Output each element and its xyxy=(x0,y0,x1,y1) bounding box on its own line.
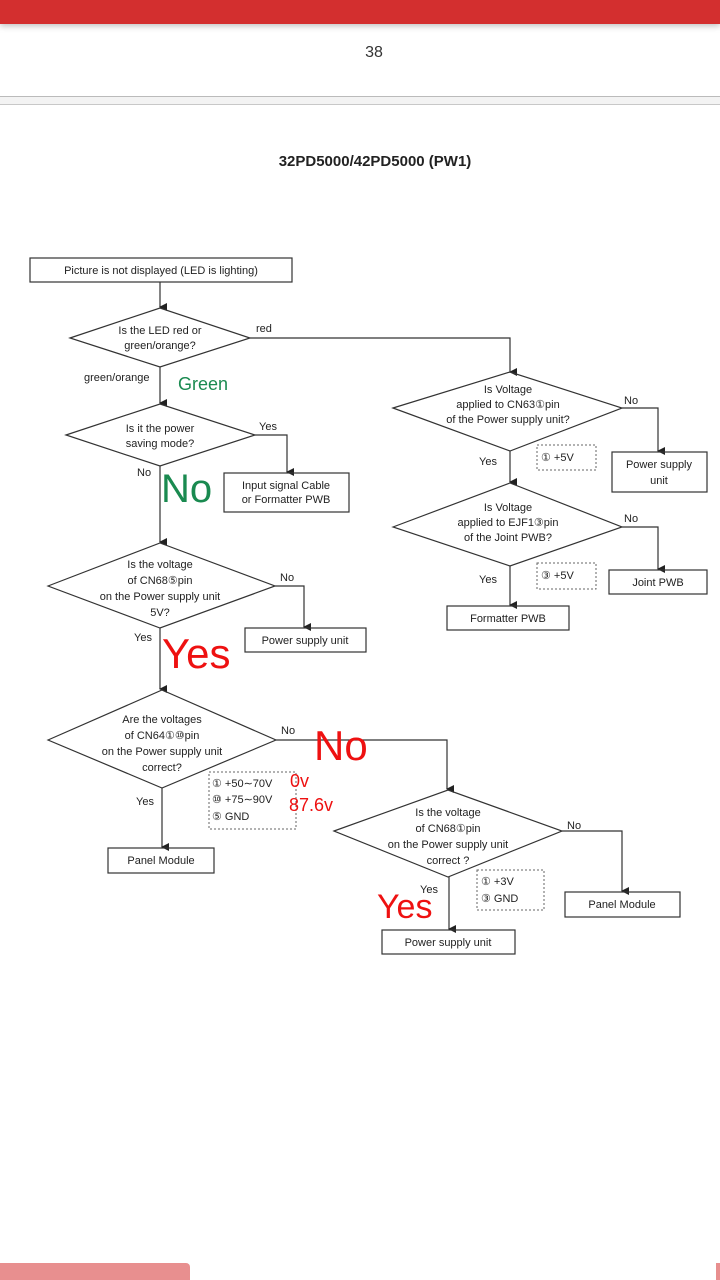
branch-label: Yes xyxy=(479,456,497,468)
decision-text: on the Power supply unit xyxy=(100,591,220,603)
decision-text: Is the voltage xyxy=(415,807,480,819)
decision-text: Are the voltages xyxy=(122,714,202,726)
decision-text: Is Voltage xyxy=(484,502,532,514)
decision-text: 5V? xyxy=(150,607,170,619)
annotation-no-green: No xyxy=(161,467,212,511)
branch-label: No xyxy=(281,725,295,737)
decision-text: on the Power supply unit xyxy=(102,746,222,758)
decision-text: correct? xyxy=(142,762,182,774)
chart-title: 32PD5000/42PD5000 (PW1) xyxy=(279,153,472,170)
box-label: Panel Module xyxy=(127,855,194,867)
box-label: Joint PWB xyxy=(632,577,683,589)
decision-text: of CN68⑤pin xyxy=(128,575,193,587)
decision-text: on the Power supply unit xyxy=(388,839,508,851)
branch-label: green/orange xyxy=(84,372,149,384)
decision-text: of CN64①⑩pin xyxy=(125,730,200,742)
box-label: Power supply unit xyxy=(262,635,349,647)
box-label: Power supply xyxy=(626,459,693,471)
voltage-note: ① +50∼70V xyxy=(212,778,273,790)
decision-text: of CN68①pin xyxy=(416,823,481,835)
start-box xyxy=(29,257,293,283)
branch-label: Yes xyxy=(259,421,277,433)
decision-text: Is the voltage xyxy=(127,559,192,571)
box-label: Power supply unit xyxy=(405,937,492,949)
page-number: 38 xyxy=(365,44,383,61)
decision-text: Is the LED red or xyxy=(118,325,201,337)
bottom-action-button[interactable] xyxy=(0,1263,190,1280)
annotation-yes-red: Yes xyxy=(162,630,231,677)
annotation-0v: 0v xyxy=(290,771,309,791)
box-label: Panel Module xyxy=(588,899,655,911)
decision-text: Is it the power xyxy=(126,423,195,435)
annotation-green: Green xyxy=(178,374,228,394)
page-separator xyxy=(0,96,720,105)
decision-text: correct ? xyxy=(427,855,470,867)
annotation-yes-red-2: Yes xyxy=(377,888,432,926)
bottom-right-edge xyxy=(716,1263,720,1280)
voltage-note: ① +3V xyxy=(481,876,514,888)
decision-text: applied to EJF1③pin xyxy=(458,517,559,529)
branch-label: No xyxy=(567,820,581,832)
voltage-note: ③ GND xyxy=(481,893,518,905)
decision-text: green/orange? xyxy=(124,340,196,352)
branch-label: Yes xyxy=(134,632,152,644)
decision-text: Is Voltage xyxy=(484,384,532,396)
decision-text: saving mode? xyxy=(126,438,195,450)
branch-label: Yes xyxy=(136,796,154,808)
box-label: or Formatter PWB xyxy=(242,494,331,506)
branch-label: red xyxy=(256,323,272,335)
branch-label: No xyxy=(137,467,151,479)
branch-label: No xyxy=(624,513,638,525)
voltage-note: ① +5V xyxy=(541,452,574,464)
box-label: unit xyxy=(650,475,668,487)
box-label: Formatter PWB xyxy=(470,613,546,625)
decision-text: applied to CN63①pin xyxy=(456,399,559,411)
branch-label: Yes xyxy=(479,574,497,586)
box-label: Input signal Cable xyxy=(242,480,330,492)
branch-label: No xyxy=(624,395,638,407)
annotation-87v: 87.6v xyxy=(289,795,333,815)
voltage-note: ③ +5V xyxy=(541,570,574,582)
decision-text: of the Joint PWB? xyxy=(464,532,552,544)
voltage-note: ⑩ +75∼90V xyxy=(212,794,273,806)
branch-label: No xyxy=(280,572,294,584)
decision-text: of the Power supply unit? xyxy=(446,414,570,426)
annotation-no-red: No xyxy=(314,722,368,769)
start-box-label: Picture is not displayed (LED is lightin… xyxy=(64,265,258,277)
app-header-bar xyxy=(0,0,720,24)
branch-label: Yes xyxy=(420,884,438,896)
voltage-note: ⑤ GND xyxy=(212,811,249,823)
